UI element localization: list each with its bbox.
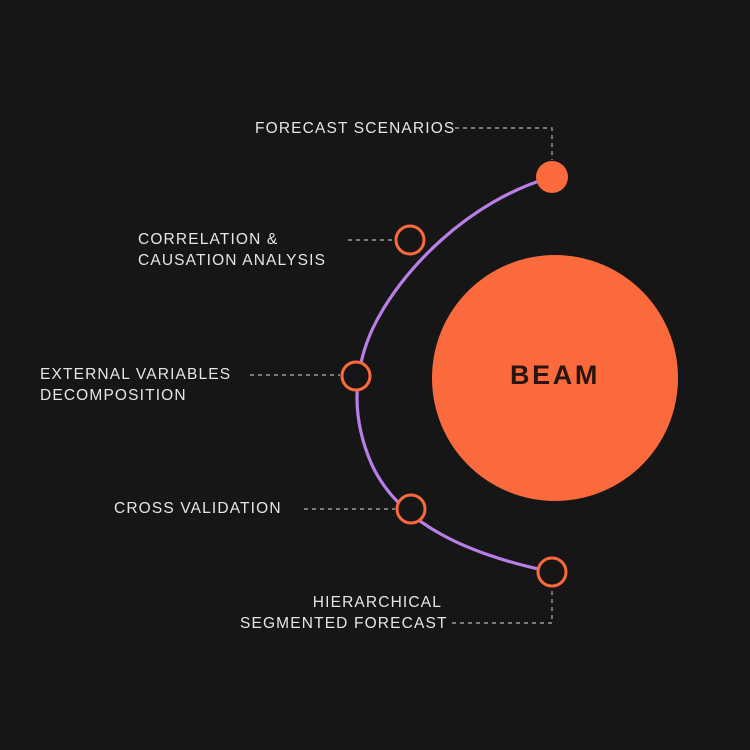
node-label-correlation-causation-analysis: Correlation & Causation Analysis	[138, 229, 338, 271]
node-marker-forecast-scenarios[interactable]	[536, 161, 568, 193]
node-marker-cross-validation[interactable]	[395, 493, 427, 525]
node-label-cross-validation: Cross Validation	[114, 498, 294, 519]
leader-line-hierarchical-segmented-forecast	[452, 587, 553, 624]
hub-circle[interactable]	[432, 255, 678, 501]
leader-lines	[250, 127, 553, 624]
node-marker-correlation-causation-analysis[interactable]	[394, 224, 426, 256]
node-label-forecast-scenarios: Forecast Scenarios	[255, 118, 456, 139]
hub-label: BEAM	[510, 360, 600, 390]
node-label-line: Causation Analysis	[138, 252, 327, 269]
node-label-line: Segmented Forecast	[240, 615, 448, 632]
connector-arc	[355, 175, 554, 574]
node-label-line: Correlation &	[138, 231, 279, 248]
node-marker-hierarchical-segmented-forecast[interactable]	[536, 556, 568, 588]
node-label-line: Forecast Scenarios	[255, 120, 456, 137]
node-label-line: Decomposition	[40, 387, 187, 404]
node-label-line: Cross Validation	[114, 500, 282, 517]
node-label-external-variables-decomposition: External VariablesDecomposition	[40, 364, 240, 406]
leader-line-forecast-scenarios	[455, 127, 553, 160]
node-marker-external-variables-decomposition[interactable]	[340, 360, 372, 392]
node-label-line: External Variables	[40, 366, 232, 383]
node-markers	[340, 161, 568, 588]
node-label-line: Hierarchical	[312, 594, 442, 611]
node-label-hierarchical-segmented-forecast: HierarchicalSegmented Forecast	[240, 592, 448, 634]
